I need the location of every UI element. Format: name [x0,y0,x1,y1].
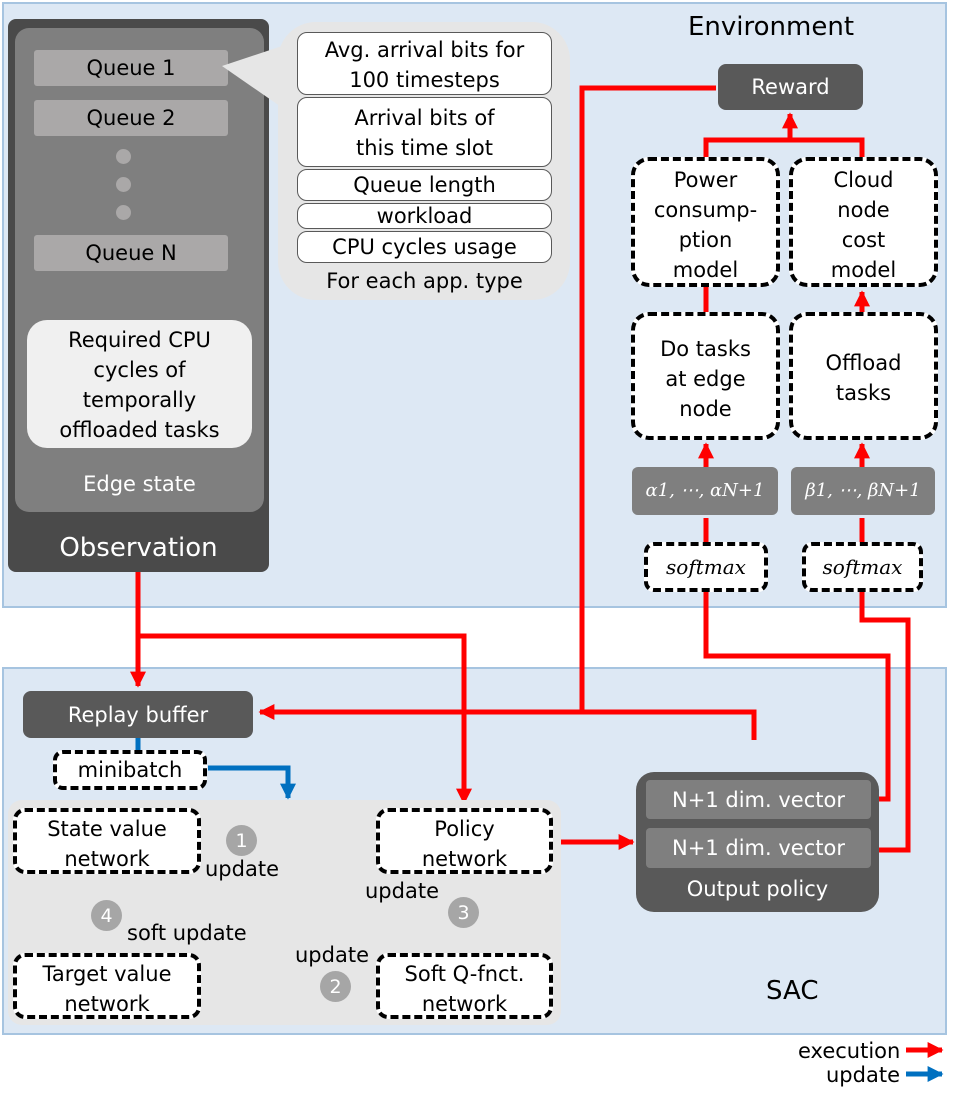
step-2-badge: 2 [320,971,351,1002]
edge-state-label: Edge state [83,472,196,496]
policy-network: Policy network [376,808,553,874]
step-3-badge: 3 [448,897,479,928]
power-consumption-model: Power consump- ption model [631,157,780,287]
legend-update: update [826,1063,900,1087]
soft-q-network: Soft Q-fnct. network [376,953,553,1019]
replay-buffer: Replay buffer [23,691,253,738]
step-4-badge: 4 [91,900,122,931]
feature-item: CPU cycles usage [297,231,552,263]
do-tasks-at-edge-node: Do tasks at edge node [631,312,780,440]
ellipsis-dot [116,149,131,164]
minibatch-box: minibatch [53,750,207,790]
feature-item: Arrival bits of this time slot [297,97,552,167]
ellipsis-dot [116,205,131,220]
update-label: update [205,857,279,881]
observation-label: Observation [59,533,218,563]
feature-item: Queue length [297,169,552,201]
queue-item: Queue N [34,235,228,271]
environment-title: Environment [688,12,855,42]
target-value-network: Target value network [13,953,201,1019]
soft-update-label: soft update [127,921,247,945]
queue-item: Queue 2 [34,100,228,136]
legend-execution: execution [798,1039,901,1063]
feature-item: workload [297,203,552,229]
sac-title: SAC [766,976,819,1006]
alpha-vector: α1, ⋯, αN+1 [632,467,778,515]
features-caption: For each app. type [326,269,523,293]
beta-vector: β1, ⋯, βN+1 [791,467,935,515]
policy-vector-beta: N+1 dim. vector [646,828,871,868]
output-policy-label: Output policy [686,877,829,901]
required-cpu-box: Required CPU cycles of temporally offloa… [27,320,252,448]
update-label: update [295,943,369,967]
softmax-beta: softmax [802,542,923,592]
policy-vector-alpha: N+1 dim. vector [646,780,871,819]
step-1-badge: 1 [226,825,257,856]
state-value-network: State value network [13,808,201,874]
cloud-node-cost-model: Cloud node cost model [789,157,938,287]
offload-tasks: Offload tasks [789,312,938,440]
update-label: update [365,879,439,903]
ellipsis-dot [116,177,131,192]
queue-item: Queue 1 [34,50,228,86]
feature-item: Avg. arrival bits for 100 timesteps [297,32,552,95]
softmax-alpha: softmax [644,542,768,592]
reward-box: Reward [718,64,863,110]
